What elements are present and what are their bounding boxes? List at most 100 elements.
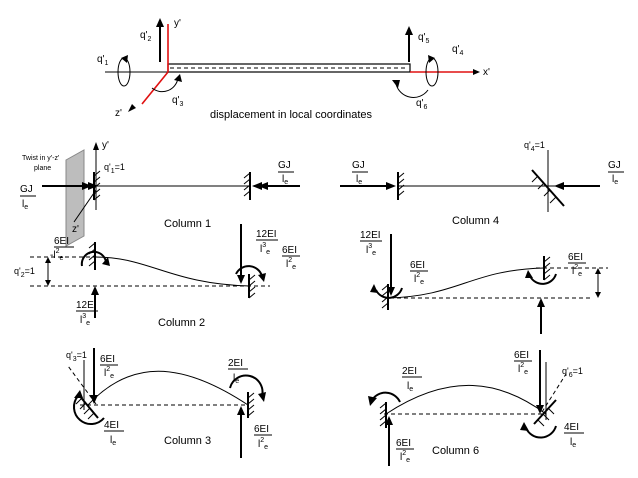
col6-sub-r1: e xyxy=(524,369,528,376)
col4-le-left: l xyxy=(356,174,358,185)
col1-left-arrowhead-2 xyxy=(88,182,98,190)
col5-le-r: l xyxy=(572,266,574,277)
col2-le-l1: l xyxy=(53,250,55,261)
col6-6ei-right: 6EI xyxy=(514,350,529,361)
column-3-title: Column 3 xyxy=(164,435,211,447)
col6-left-moment-arrowhead xyxy=(368,396,377,406)
col2-pow-r1: 3 xyxy=(262,242,266,249)
col5-dim-up xyxy=(595,268,601,274)
col2-left-shear-arrowhead xyxy=(91,286,99,295)
col4-gj-left: GJ xyxy=(352,160,365,171)
q6-arrowhead xyxy=(392,80,400,88)
q3-rotation-arc xyxy=(151,77,179,93)
col5-12ei-left: 12EI xyxy=(360,230,381,241)
col1-z-axis xyxy=(73,189,97,223)
q5-arrowhead xyxy=(405,26,413,35)
column-2-title: Column 2 xyxy=(158,317,205,329)
col2-12ei-left: 12EI xyxy=(76,300,97,311)
q2-arrowhead xyxy=(156,18,164,27)
column-2-diagram: q'2=1 6EI -l2e 12EI l3e 12EI l3e 6EI l2e xyxy=(14,224,300,329)
col4-q-label: q' xyxy=(524,140,531,150)
col5-left-shear-arrowhead xyxy=(387,287,395,296)
col4-left-arrowhead xyxy=(386,182,396,190)
q3-label: q' xyxy=(172,95,180,106)
svg-text:q'1: q'1 xyxy=(97,54,108,67)
svg-text:q'6: q'6 xyxy=(416,98,427,111)
col3-le-l2: l xyxy=(110,435,112,446)
q2-sub: 2 xyxy=(147,36,151,43)
col6-pow-l2: 2 xyxy=(402,450,406,457)
col2-sub-r1: e xyxy=(266,249,270,256)
col4-gj-right: GJ xyxy=(608,160,621,171)
col2-12ei-right: 12EI xyxy=(256,229,277,240)
col3-sub-l2: e xyxy=(112,440,116,447)
col1-le-right-sub: e xyxy=(284,179,288,186)
col3-right-moment-arrowhead xyxy=(258,392,266,402)
col2-le-r2: l xyxy=(286,259,288,270)
col5-pow-l2: 2 xyxy=(416,272,420,279)
q6-label: q' xyxy=(416,98,424,109)
x-axis-arrowhead xyxy=(473,69,480,75)
col2-dim-down xyxy=(45,280,51,286)
col5-le-l2: l xyxy=(414,274,416,285)
col6-q-val: =1 xyxy=(573,366,583,376)
q5-label: q' xyxy=(418,32,426,43)
col6-sub-l1: e xyxy=(409,386,413,393)
top-caption: displacement in local coordinates xyxy=(210,109,373,121)
col3-sub-r2: e xyxy=(264,444,268,451)
col3-pow-l1: 2 xyxy=(106,366,110,373)
col1-gj-right: GJ xyxy=(278,160,291,171)
col3-le-l1: l xyxy=(104,368,106,379)
col3-sub-l1: e xyxy=(110,373,114,380)
col5-right-hatch xyxy=(543,256,551,281)
column-1-diagram: Twist in y'-z' plane y' z' q'1=1 GJ le G… xyxy=(20,140,300,247)
svg-text:q'2: q'2 xyxy=(140,30,151,43)
col6-right-wall xyxy=(533,399,557,425)
col1-gj-left: GJ xyxy=(20,184,33,195)
local-z-axis xyxy=(141,71,169,105)
col4-q-sub: 4 xyxy=(531,146,535,153)
svg-text:l3e: l3e xyxy=(260,242,270,256)
col6-right-shear-arrowhead xyxy=(536,405,544,414)
col5-6ei-left: 6EI xyxy=(410,260,425,271)
col2-left-moment-arrowhead xyxy=(102,257,110,266)
col6-q-label: q' xyxy=(562,366,569,376)
svg-text:le: le xyxy=(356,174,362,186)
q4-sub: 4 xyxy=(459,50,463,57)
svg-text:le: le xyxy=(407,381,413,393)
col2-sub-l2: e xyxy=(86,320,90,327)
col5-sub-l1: e xyxy=(372,250,376,257)
col2-q-val: =1 xyxy=(25,266,35,276)
col5-pow-r: 2 xyxy=(574,264,578,271)
col2-right-shear-arrowhead xyxy=(237,275,245,284)
col2-q-label: q' xyxy=(14,266,21,276)
col2-right-hatch xyxy=(248,274,256,299)
z-axis-label: z' xyxy=(115,108,122,119)
svg-text:le: le xyxy=(570,437,576,449)
col6-le-l1: l xyxy=(407,381,409,392)
col2-pow-l1: 2 xyxy=(56,248,60,255)
col3-right-shear-arrowhead xyxy=(237,406,245,415)
col3-6ei-right: 6EI xyxy=(254,424,269,435)
twist-label-plane: plane xyxy=(34,165,51,172)
col1-left-hatch xyxy=(93,170,101,201)
twist-plane xyxy=(65,149,85,247)
z-axis-arrowhead xyxy=(128,104,136,112)
col5-le-l1: l xyxy=(366,245,368,256)
svg-text:le: le xyxy=(110,435,116,447)
col6-le-l2: l xyxy=(400,452,402,463)
svg-text:q'4=1: q'4=1 xyxy=(524,140,545,153)
col3-le-r2: l xyxy=(258,439,260,450)
svg-text:q'5: q'5 xyxy=(418,32,429,45)
col6-left-hatch xyxy=(379,402,387,427)
col2-dim-up xyxy=(45,257,51,263)
col3-q-sub: 3 xyxy=(73,356,77,363)
col2-deflected-curve xyxy=(94,256,251,287)
q1-label: q' xyxy=(97,54,105,65)
col6-q-sub: 6 xyxy=(569,372,573,379)
col3-right-hatch xyxy=(247,392,255,417)
col6-right-moment-arrowhead xyxy=(520,422,529,431)
q6-sub: 6 xyxy=(423,104,427,111)
col2-pow-r2: 2 xyxy=(288,257,292,264)
y-axis-label: y' xyxy=(174,18,181,29)
